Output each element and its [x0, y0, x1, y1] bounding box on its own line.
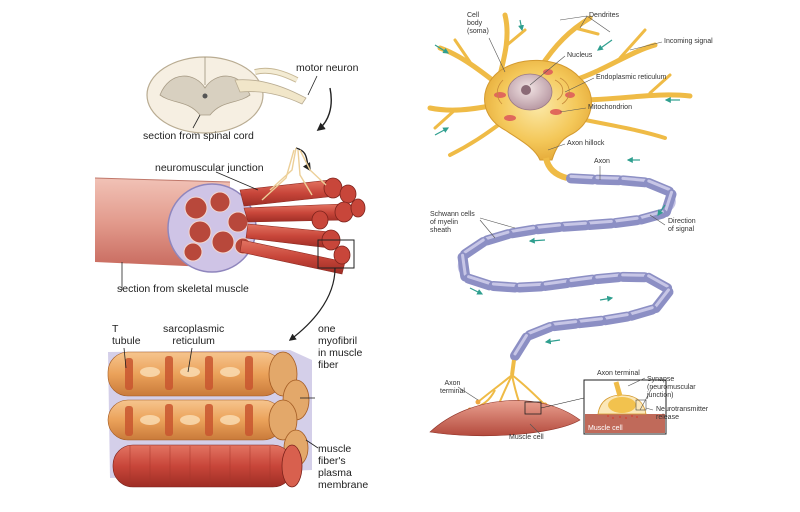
label-mitochondrion: Mitochondrion [588, 104, 632, 112]
label-muscle-cell-inset: Muscle cell [588, 425, 623, 433]
axon [459, 178, 674, 360]
label-axon: Axon [594, 158, 610, 166]
myelin-highlight [519, 284, 541, 285]
muscle-cell [430, 400, 580, 435]
label-motor-neuron: motor neuron [296, 62, 358, 74]
label-spinal-section: section from spinal cord [143, 130, 254, 142]
label-axon-hillock: Axon hillock [567, 140, 604, 148]
label-sr: sarcoplasmic reticulum [163, 323, 224, 347]
myelin-highlight [571, 176, 593, 177]
label-plasma-membrane: muscle fiber's plasma membrane [318, 443, 368, 491]
label-er: Endoplasmic reticulum [596, 74, 666, 82]
myelin-highlight [589, 221, 611, 223]
nucleolus [521, 85, 531, 95]
myelin-segment [465, 242, 483, 254]
myelin-highlight [493, 284, 515, 286]
label-muscle-cell: Muscle cell [509, 434, 544, 442]
myofibril-detail [108, 350, 312, 487]
label-synapse: Synapse (neuromuscular junction) [647, 376, 696, 400]
label-muscle-section: section from skeletal muscle [117, 283, 249, 295]
label-t-tubule: T tubule [112, 323, 141, 347]
axon-hillock [546, 158, 567, 178]
myelin-highlight [597, 275, 619, 277]
myelin-highlight [623, 178, 645, 180]
motor-neuron-arrow [318, 88, 331, 130]
myelin-sheath [463, 176, 672, 356]
label-dendrites: Dendrites [589, 12, 619, 20]
label-myofibril: one myofibril in muscle fiber [318, 323, 362, 371]
myelin-highlight [563, 223, 585, 224]
label-axon-terminal-inset: Axon terminal [597, 370, 640, 378]
label-cell-body: Cell body (soma) [467, 12, 489, 36]
label-nucleus: Nucleus [567, 52, 592, 60]
label-direction: Direction of signal [668, 218, 696, 234]
spinal-cord-section [147, 57, 306, 133]
label-incoming-signal: Incoming signal [664, 38, 713, 46]
label-axon-terminal: Axon terminal [440, 380, 465, 396]
label-neurotransmitter: Neurotransmitter release [656, 406, 708, 422]
label-nmj: neuromuscular junction [155, 162, 264, 174]
label-schwann: Schwann cells of myelin sheath [430, 211, 475, 235]
